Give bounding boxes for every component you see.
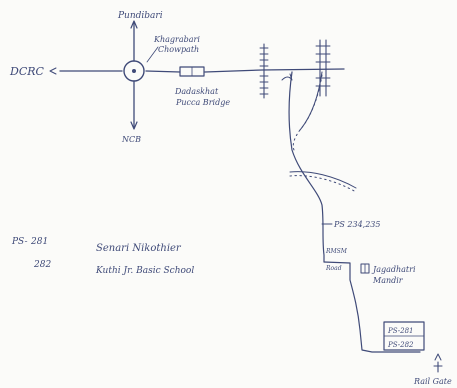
bridge-symbol [179, 66, 205, 77]
legend-entry-number: 282 [33, 260, 51, 270]
rail-gate-label: Rail Gate [413, 377, 452, 386]
temple-label-line1: Jagadhatri [371, 265, 416, 274]
side-road-line2: Road [325, 265, 342, 272]
junction-label-line1: Khagrabari [153, 35, 200, 44]
box-label-line2: PS-282 [387, 341, 414, 349]
rail-gate-marker [433, 353, 443, 373]
legend-ps-prefix: PS- [11, 237, 28, 247]
ps-pointer-label: PS 234,235 [333, 220, 381, 229]
legend-entry-name: Senari Nikothier [96, 243, 182, 254]
junction-center-dot [132, 69, 136, 73]
railway-line-west [259, 43, 269, 99]
railway-curve-dotted [289, 71, 357, 193]
polling-station-box [383, 321, 425, 351]
legend-entry-name: Kuthi Jr. Basic School [95, 266, 194, 276]
temple-label-line2: Mandir [372, 276, 404, 285]
temple-marker [360, 263, 370, 274]
legend: PS- 281 282 Senari Nikothier Kuthi Jr. B… [11, 237, 194, 276]
bridge-label-line2: Pucca Bridge [175, 98, 230, 107]
box-label-line1: PS-281 [387, 327, 414, 335]
turn-arrow [281, 73, 293, 81]
route-road [288, 71, 421, 353]
railway-line-east [315, 39, 331, 97]
legend-entry-number: 281 [30, 237, 48, 247]
junction-roundabout [123, 20, 145, 130]
bridge-label-line1: Dadaskhat [174, 87, 219, 96]
west-road-label: DCRC [9, 65, 45, 78]
junction-label-line2: Chowpath [158, 45, 199, 54]
south-road-label: NCB [121, 135, 141, 144]
junction-label: Khagrabari Chowpath [146, 35, 200, 63]
main-road [49, 67, 345, 75]
north-road-label: Pundibari [117, 11, 163, 21]
side-road-line1: RMSM [325, 248, 348, 255]
